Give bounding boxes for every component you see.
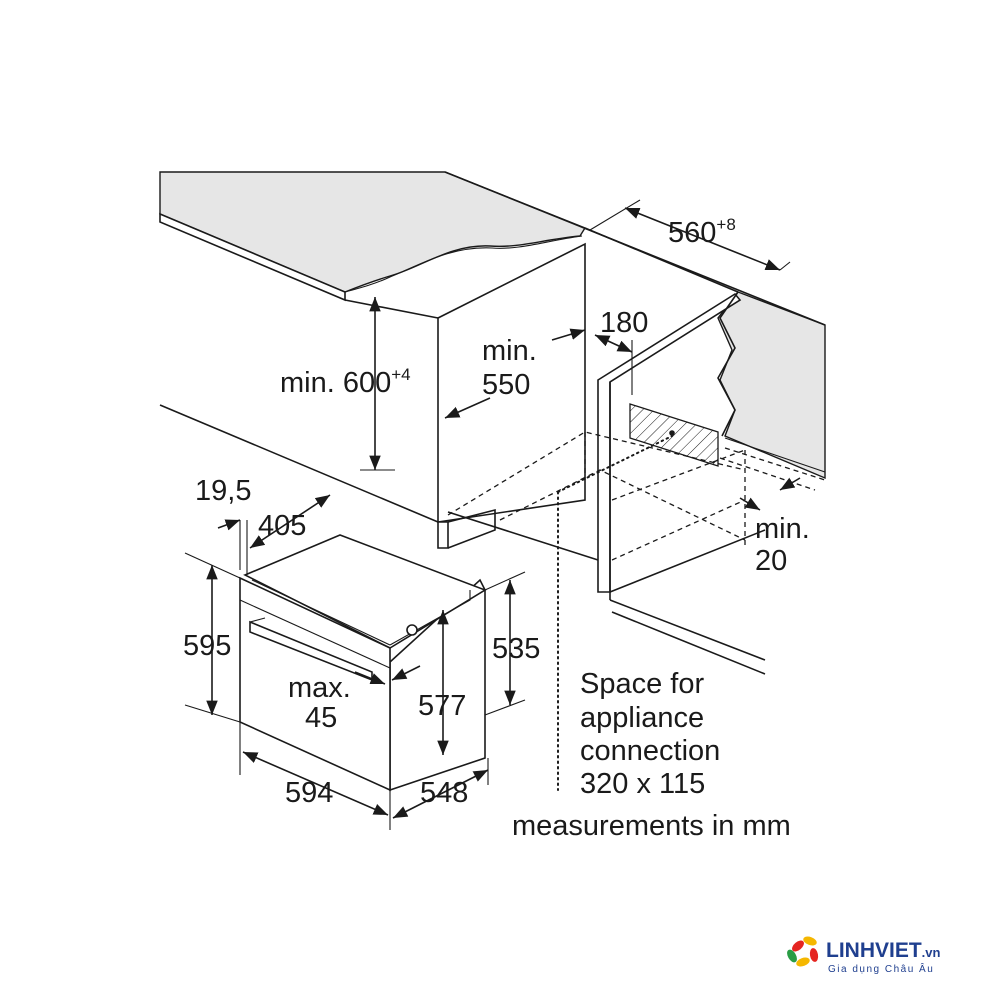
body-height-label: 577 (418, 690, 466, 722)
connection-note: Space for appliance connection 320 x 115 (580, 668, 720, 800)
cabinet (159, 171, 826, 791)
rear-opening-label: 180 (600, 307, 648, 339)
rear-gap-label-2: 20 (755, 545, 787, 577)
oven-width-label: 594 (285, 777, 333, 809)
connection-opening (629, 403, 719, 467)
oven (239, 534, 487, 792)
handle-label-2: 45 (305, 702, 337, 734)
linhviet-logo: LINHVIET.vn Gia dụng Châu Âu (787, 936, 941, 975)
connection-note-line-2: appliance (580, 702, 704, 734)
flower-icon (787, 936, 819, 967)
worktop-right (717, 291, 826, 480)
connection-note-line-4: 320 x 115 (580, 768, 705, 800)
connection-note-line-1: Space for (580, 668, 704, 700)
side-height-label: 535 (492, 633, 540, 665)
niche-depth-label-2: 550 (482, 369, 530, 401)
left-side-panel (437, 242, 586, 523)
front-offset-label: 19,5 (195, 475, 251, 507)
units-note: measurements in mm (512, 810, 791, 842)
dimension-lines (184, 199, 801, 830)
body-offset-label: 405 (258, 510, 306, 542)
logo-tagline: Gia dụng Châu Âu (828, 962, 934, 975)
oven-depth-label: 548 (420, 777, 468, 809)
handle-label-1: max. (288, 672, 351, 704)
oven-height-label: 595 (183, 630, 231, 662)
logo-name: LINHVIET.vn (826, 939, 941, 962)
niche-width-label: 560+8 (668, 215, 736, 249)
connection-note-line-3: connection (580, 735, 720, 767)
niche-height-label: min. 600+4 (280, 365, 411, 399)
dimension-labels: 560+8 min. 600+4 min. 550 180 min. 20 19… (183, 215, 810, 809)
worktop (159, 171, 587, 293)
rear-gap-label-1: min. (755, 513, 810, 545)
niche-depth-label-1: min. (482, 335, 537, 367)
